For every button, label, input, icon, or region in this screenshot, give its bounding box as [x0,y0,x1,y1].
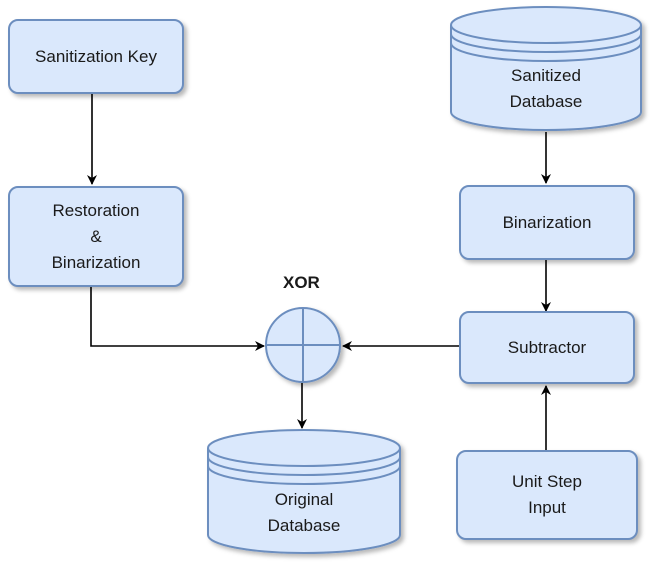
original-db-line2: Database [267,516,341,535]
subtractor-label: Subtractor [507,337,587,357]
original-database-label: Original Database [208,487,400,539]
sanitized-database-label: Sanitized Database [451,63,641,115]
restoration-label-line1: Restoration [52,200,140,220]
xor-symbol [265,307,341,383]
xor-label: XOR [283,273,320,292]
binarization-box: Binarization [459,185,635,260]
sanitized-database-cylinder [450,6,642,131]
sanitized-db-line1: Sanitized [511,66,581,85]
sanitized-db-line2: Database [509,92,583,111]
subtractor-box: Subtractor [459,311,635,384]
restoration-binarization-box: Restoration & Binarization [8,186,184,287]
original-db-line1: Original [274,490,334,509]
binarization-label: Binarization [502,212,592,232]
restoration-label-line2: & [90,226,102,246]
sanitization-key-box: Sanitization Key [8,19,184,94]
unit-step-label-line1: Unit Step [512,472,582,491]
unit-step-input-box: Unit Step Input [456,450,638,540]
arrow-restoration-to-xor [90,287,265,351]
restoration-label-line3: Binarization [51,252,141,272]
original-database-cylinder [207,429,401,554]
sanitization-key-label: Sanitization Key [35,46,157,66]
unit-step-label-line2: Input [528,498,566,517]
